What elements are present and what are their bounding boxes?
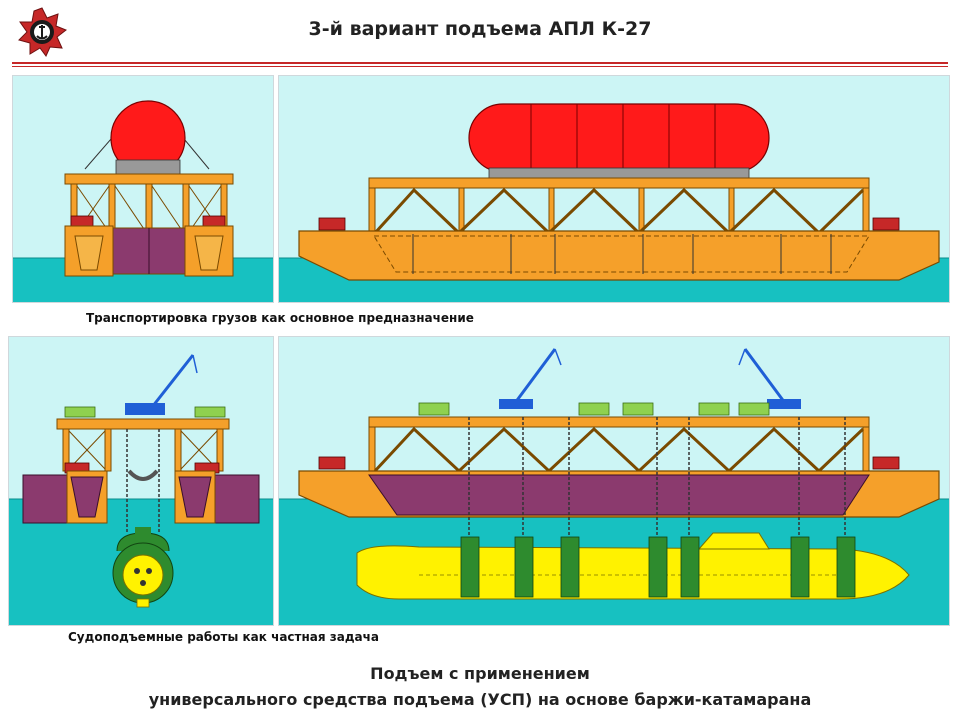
catamaran-hulls [64, 225, 234, 277]
cargo-cylinder [84, 100, 210, 176]
naval-emblem-icon [18, 7, 67, 57]
caption-transport: Транспортировка грузов как основное пред… [86, 311, 474, 325]
crane-right-icon [738, 348, 801, 409]
deck-crane-icon [125, 354, 198, 415]
lifting-chains [468, 417, 846, 537]
panel-end-view-salvage [8, 336, 274, 626]
cargo-capsule [468, 103, 770, 179]
page-title: 3-й вариант подъема АПЛ К-27 [308, 18, 652, 40]
submarine-cross-section [112, 527, 174, 608]
lifting-frame [64, 173, 234, 235]
deck-cargo [418, 402, 770, 416]
footer-line-1: Подъем с применением [370, 664, 590, 683]
submarine-k27 [356, 532, 910, 600]
footer-line-2: универсального средства подъема (УСП) на… [148, 690, 812, 709]
salvage-frame [56, 418, 230, 472]
caption-salvage: Судоподъемные работы как частная задача [68, 630, 379, 644]
panel-side-view-salvage [278, 336, 950, 626]
lifting-grips [460, 536, 856, 598]
truss-girder [368, 177, 870, 236]
salvage-barge-hull [298, 470, 940, 518]
panel-end-view-transport [12, 75, 274, 303]
panel-side-view-transport [278, 75, 950, 303]
crane-left-icon [499, 348, 562, 409]
title-divider [12, 62, 948, 64]
title-divider-thin [12, 66, 948, 67]
salvage-pontoons [22, 470, 260, 524]
barge-hull [298, 230, 940, 281]
